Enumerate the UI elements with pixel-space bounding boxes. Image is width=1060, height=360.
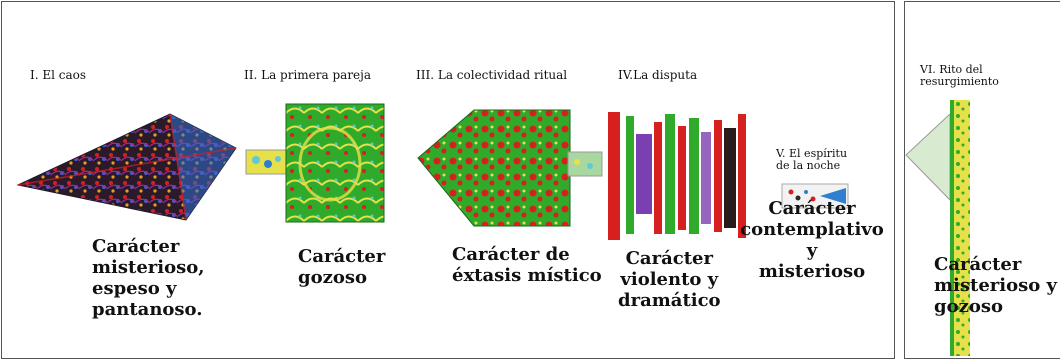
section-4-character-line-1: Carácter (625, 248, 713, 269)
section-1-character: Carácter misterioso, espeso y pantanoso. (92, 236, 205, 320)
section-6-title-line-2: resurgimiento (920, 75, 999, 88)
section-4-character-line-2: violento y (620, 269, 719, 290)
section-3-title: III. La colectividad ritual (416, 68, 568, 82)
section-6-character: Carácter misterioso y gozoso (934, 254, 1057, 317)
section-4-character-line-3: dramático (618, 290, 721, 311)
section-5-title: V. El espíritu de la noche (776, 148, 847, 172)
section-1-title: I. El caos (30, 68, 87, 82)
section-6-character-line-1: Carácter (934, 254, 1022, 275)
section-3-character-line-2: éxtasis místico (452, 265, 602, 286)
section-6-character-line-3: gozoso (934, 296, 1003, 317)
section-2-character-line-2: gozoso (298, 267, 367, 288)
section-4-character: Carácter violento y dramático (618, 248, 721, 311)
resurgence-figure (905, 100, 970, 356)
section-1-character-line-3: espeso y (92, 278, 177, 299)
section-3-character-line-1: Carácter de (452, 244, 570, 265)
section-2-character-line-1: Carácter (298, 246, 386, 267)
section-4-title: IV.La disputa (618, 68, 698, 82)
section-5-character-line-1: Carácter (768, 198, 856, 219)
section-5-character: Carácter contemplativo y misterioso (738, 198, 886, 282)
section-6-character-line-2: misterioso y (934, 275, 1057, 296)
section-2-title: II. La primera pareja (244, 68, 372, 82)
ritual-collective-figure (417, 109, 571, 227)
section-1-character-line-4: pantanoso. (92, 299, 203, 320)
section-5-character-line-2: contemplativo (740, 219, 884, 240)
connector-1-figure (245, 149, 289, 175)
section-1-character-line-2: misterioso, (92, 257, 205, 278)
night-spirit-figure (781, 183, 849, 209)
section-5-character-line-4: misterioso (758, 261, 866, 282)
chaos-pyramid-figure (16, 113, 237, 221)
section-1-character-line-1: Carácter (92, 236, 180, 257)
dispute-stripes-figure (608, 112, 746, 240)
section-5-character-line-3: y (806, 240, 818, 261)
first-couple-square-figure (285, 103, 385, 223)
section-5-title-line-2: de la noche (776, 159, 841, 172)
section-6-title-line-1: VI. Rito del (920, 63, 983, 76)
section-2-character: Carácter gozoso (298, 246, 385, 288)
connector-2-figure (567, 151, 603, 177)
section-6-title: VI. Rito del resurgimiento (920, 64, 999, 88)
section-5-title-line-1: V. El espíritu (776, 147, 848, 160)
section-3-character: Carácter de éxtasis místico (452, 244, 602, 286)
